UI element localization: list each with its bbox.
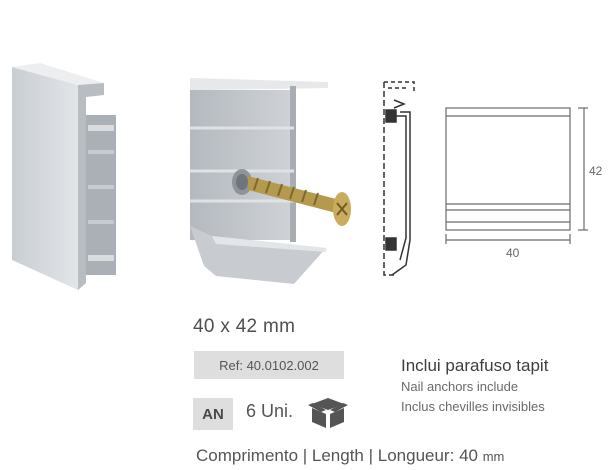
length-value: 40 xyxy=(459,446,478,465)
reference-badge: Ref: 40.0102.002 xyxy=(194,351,344,379)
height-dimension-label: 42 xyxy=(589,164,603,178)
width-dimension-label: 40 xyxy=(506,246,520,260)
length-label: Comprimento | Length | Longueur: xyxy=(196,446,455,465)
finish-code-badge: AN xyxy=(193,398,233,430)
cross-section-drawing xyxy=(383,81,415,276)
front-view-drawing xyxy=(445,107,588,244)
includes-screw-text: Inclui parafuso tapit xyxy=(401,356,549,375)
package-units: 6 Uni. xyxy=(246,401,294,421)
includes-anchors-fr: Inclus chevilles invisibles xyxy=(401,399,545,414)
length-line: Comprimento | Length | Longueur: 40 mm xyxy=(196,446,504,466)
box-icon xyxy=(308,398,348,428)
product-size-title: 40 x 42 mm xyxy=(193,316,296,337)
length-unit: mm xyxy=(482,449,505,464)
clip-with-screw-image xyxy=(190,78,351,284)
includes-anchors-en: Nail anchors include xyxy=(401,379,519,394)
profile-perspective-image xyxy=(12,63,116,290)
